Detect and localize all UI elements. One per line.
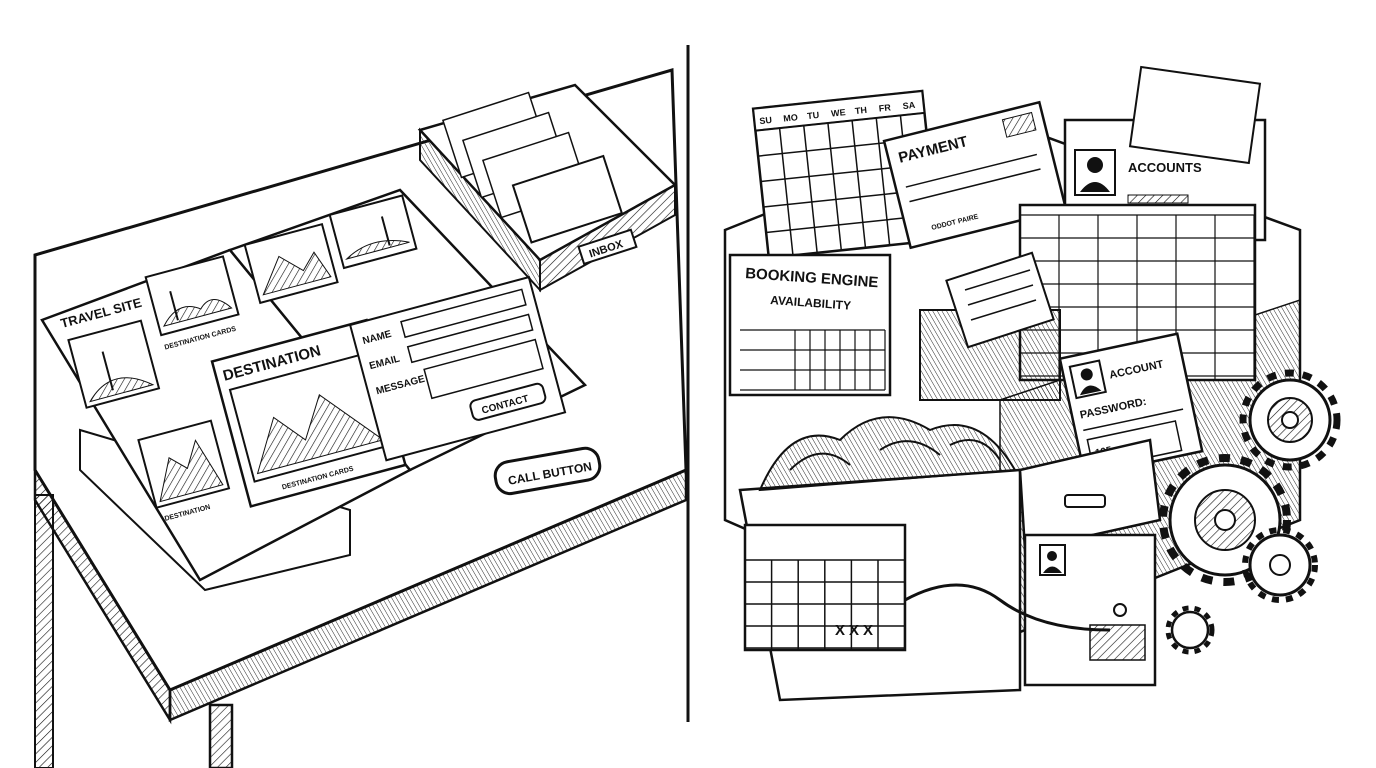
printer-rollers: [919, 251, 1061, 401]
calendar-gridline: [754, 130, 770, 259]
inbox-tray: INBOX: [417, 83, 678, 293]
calendar-day-label: SA: [902, 100, 916, 111]
calendar-day-label: MO: [783, 112, 798, 123]
gear-icon: [1165, 605, 1215, 655]
name-field[interactable]: [400, 288, 527, 339]
left-panel: TRAVEL SITE DESTINATION CARDS DESTINATIO…: [33, 68, 688, 768]
booking-engine-panel: BOOKING ENGINE AVAILABILITY: [728, 253, 892, 397]
calendar-day-label: WE: [831, 107, 846, 118]
calendar-day-label: TU: [807, 110, 820, 121]
desk-leg: [34, 494, 54, 768]
calendar-day-label: FR: [878, 102, 891, 113]
file-drawer: [1018, 438, 1162, 552]
calendar-gridline: [803, 125, 818, 253]
featured-destination-card: DESTINATION DESTINATION CARDS: [210, 318, 407, 508]
gear-icon: [1242, 527, 1318, 603]
calendar-gridline: [827, 122, 843, 251]
contact-button[interactable]: [469, 382, 547, 421]
availability-label: AVAILABILITY: [770, 293, 852, 313]
destination-card: DESTINATION: [137, 419, 231, 523]
destination-card: [328, 194, 418, 270]
accounts-title: ACCOUNTS: [1128, 160, 1202, 175]
id-card-panel: [1023, 533, 1157, 687]
calendar-gridline: [778, 128, 794, 256]
desk-leg: [208, 703, 234, 768]
calendar-gridline: [851, 120, 867, 248]
gear-icon: [1239, 369, 1341, 471]
call-button[interactable]: CALL BUTTON: [493, 446, 602, 496]
calendar-day-label: SU: [759, 115, 772, 126]
calendar-day-label: TH: [854, 105, 867, 116]
email-field[interactable]: [406, 313, 534, 364]
calendar: SU MO TU WE TH FR SA: [751, 89, 940, 260]
calendar-gridline: [875, 117, 891, 246]
calendar: XXX: [743, 523, 907, 652]
destination-card: [243, 222, 339, 305]
calendar-gridline: [755, 112, 925, 132]
calendar-marks: XXX: [835, 622, 877, 639]
inbox-label-plate: [577, 228, 638, 266]
desk-side-edge: [168, 468, 688, 722]
cable: [904, 583, 1111, 632]
message-field[interactable]: [423, 338, 544, 400]
destination-card: [67, 319, 161, 409]
letter: [511, 154, 624, 244]
contact-form: NAME EMAIL MESSAGE CONTACT: [348, 275, 567, 462]
